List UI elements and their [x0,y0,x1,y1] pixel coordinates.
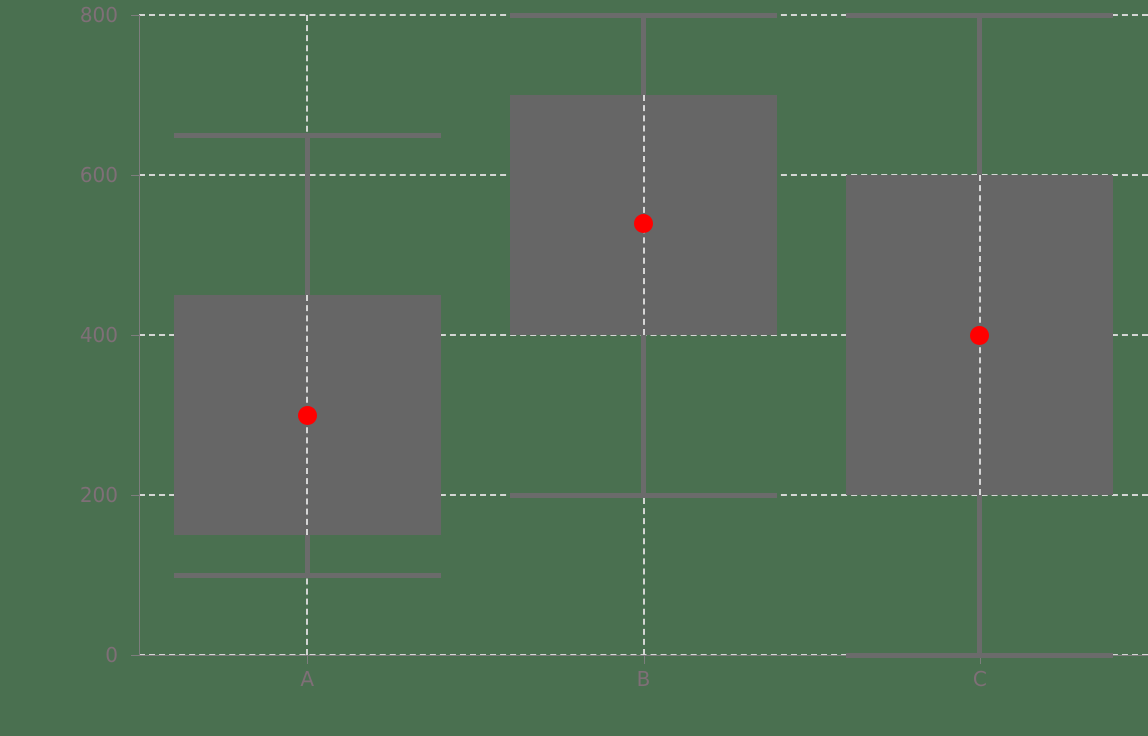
y-tick-label: 600 [79,163,118,187]
x-tick-mark [643,655,645,664]
median-marker-b[interactable] [634,213,653,233]
median-marker-c[interactable] [970,325,990,345]
x-tick-mark [979,655,981,664]
x-tick-label: B [636,667,651,691]
y-tick-label: 200 [79,483,118,507]
y-tick-mark [131,495,140,496]
x-tick-label: A [300,667,314,691]
whisker-cap-upper [510,13,777,18]
whisker-cap-lower [846,653,1114,658]
y-tick-label: 800 [79,3,118,27]
whisker-cap-lower [173,573,441,578]
y-tick-mark [131,335,140,336]
whisker-cap-upper [846,13,1114,18]
y-tick-mark [131,175,140,176]
x-axis-spine [139,655,1148,656]
x-tick-label: C [972,667,987,691]
y-tick-label: 0 [105,643,118,667]
y-tick-mark [131,15,140,16]
x-tick-mark [307,655,309,664]
y-tick-mark [131,655,140,656]
whisker-cap-upper [173,133,441,138]
median-marker-a[interactable] [297,405,317,425]
y-axis-spine [139,15,140,655]
whisker-cap-lower [510,493,777,498]
y-tick-label: 400 [79,323,118,347]
